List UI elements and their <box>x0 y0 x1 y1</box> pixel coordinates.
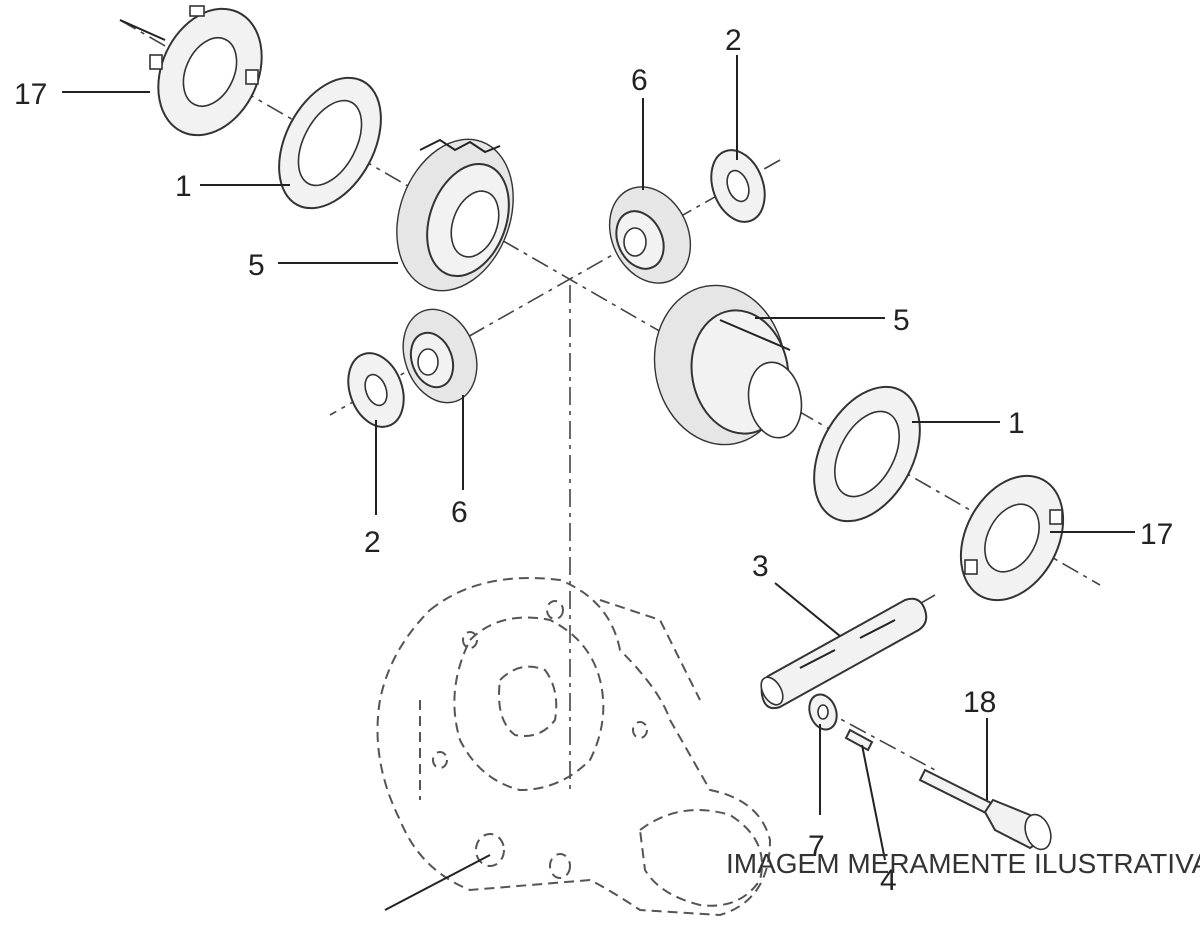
pinion-gear-lower <box>402 308 478 404</box>
assembly-axes <box>119 19 1101 790</box>
leader-lines <box>62 19 1135 861</box>
callout-1-lower: 1 <box>1008 407 1025 440</box>
shaft-bolt <box>918 768 1052 851</box>
callout-1-upper: 1 <box>175 170 192 203</box>
axis-bolt <box>819 707 936 771</box>
housing-pointer-line <box>384 854 491 911</box>
callout-17-lower: 17 <box>1140 518 1173 551</box>
lock-washer <box>808 693 838 731</box>
thrust-plate-lower <box>959 474 1065 602</box>
callout-7: 7 <box>808 830 825 863</box>
side-gear-upper <box>396 138 514 292</box>
side-gear-lower <box>653 284 803 446</box>
leader-4 <box>861 744 886 861</box>
leader-3 <box>774 582 841 637</box>
callout-17-upper: 17 <box>14 78 47 111</box>
pinion-washer-upper <box>710 149 766 223</box>
spring-pin <box>844 728 874 752</box>
callout-5-upper: 5 <box>248 249 265 282</box>
callout-5-lower: 5 <box>893 304 910 337</box>
leader-17a-extension <box>119 19 166 41</box>
differential-housing-hidden <box>376 577 772 917</box>
illustrative-image-notice: IMAGEM MERAMENTE ILUSTRATIVA <box>726 848 1200 879</box>
callout-2-upper: 2 <box>725 24 742 57</box>
washer-upper <box>278 76 382 210</box>
callout-2-lower: 2 <box>364 526 381 559</box>
callout-18: 18 <box>963 686 996 719</box>
axis-main-diagonal <box>119 19 1101 586</box>
pinion-gear-upper <box>608 186 692 284</box>
callout-6-upper: 6 <box>631 64 648 97</box>
cross-shaft <box>760 597 928 710</box>
callout-labels: 17 1 5 6 2 5 1 17 2 6 3 18 7 4 <box>14 24 1173 897</box>
callout-3: 3 <box>752 550 769 583</box>
thrust-plate-upper <box>149 5 263 137</box>
callout-6-lower: 6 <box>451 496 468 529</box>
pinion-washer-lower <box>347 352 405 428</box>
callout-4: 4 <box>880 864 897 897</box>
washer-lower <box>813 385 921 523</box>
